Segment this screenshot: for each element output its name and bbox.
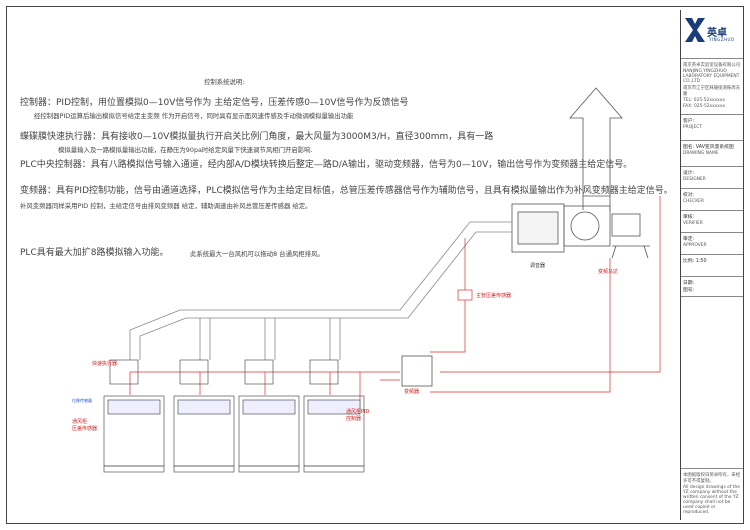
note-line-8: PLC具有最大加扩8路模拟输入功能。	[20, 248, 169, 258]
exhaust-ductwork	[129, 221, 512, 360]
scale-label: 比例: 1:50	[683, 259, 707, 264]
note-line-1: 控制器：PID控制，用位置模拟0—10V信号作为 主给定信号，压差传感0—10V…	[20, 98, 409, 108]
note-line-6: 变频器：具有PID控制功能，信号由通道选择，PLC模拟信号作为主给定目标值，总管…	[20, 186, 673, 196]
drawing-value: VAV变风量系统图	[695, 145, 734, 150]
damper-box	[511, 203, 565, 253]
note-line-9: 此系统最大一台风机可以拖动8 台通风柜排风。	[190, 250, 324, 258]
fast-actuator-2	[179, 359, 209, 385]
date-label: 日期:	[683, 281, 695, 286]
label-damper-box: 调音器	[530, 263, 546, 269]
sheet-label: 图号:	[683, 288, 695, 293]
fume-hood-3	[238, 359, 300, 473]
approve-value: APPROVER	[683, 243, 707, 248]
company-name: 南京英卓实验室设备有限公司	[683, 63, 741, 68]
note-line-4: 模拟量输入及一路模拟量输出功能，在静压为90pa时给定风量下快速调节风相门开启影…	[58, 146, 313, 154]
copyright-notice-cn: 本图纸版权归英卓所有，未经许可不得复制。	[683, 473, 741, 484]
designer-value: DESIGNER	[683, 177, 706, 182]
drawing-frame	[6, 6, 744, 524]
note-line-3: 蝶碟膜快速执行器：具有接收0—10V模拟量执行开启关比例门角度，最大风量为300…	[20, 132, 494, 142]
notes-title: 控制系统说明:	[204, 78, 245, 86]
check-value: CHECKER	[683, 199, 704, 204]
vfd-box	[401, 355, 433, 387]
title-block: 英卓 YINGZHUO 南京英卓实验室设备有限公司 NANJING YINGZH…	[680, 10, 743, 520]
fast-actuator-3	[244, 359, 274, 385]
company-name-en: NANJING YINGZHUO LABORATORY EQUIPMENT CO…	[683, 69, 740, 84]
brand-name: 英卓	[707, 28, 727, 39]
fume-hood-1	[103, 359, 165, 473]
label-pressure-sensor-hood: 通风柜 压差传感器	[72, 419, 98, 432]
verify-label: 审核:	[683, 215, 695, 220]
company-fax: FAX: 025-52xxxxxx	[683, 104, 726, 109]
company-tel: TEL: 025-52xxxxxx	[683, 98, 725, 103]
note-line-2: 经控制器PID运算后输出模拟信号给定主变频 作为开启信号，同时具有显示面风速传感…	[34, 112, 354, 120]
label-fast-actuator: 快速执行器	[92, 361, 118, 367]
fast-actuator-1	[109, 359, 139, 385]
drawing-name-en: DRAWING NAME	[683, 151, 719, 156]
control-wiring	[129, 196, 661, 410]
main-duct	[582, 196, 611, 210]
verify-value: VERIFIER	[683, 221, 703, 226]
fan-motor-unit	[563, 205, 650, 259]
client-label: 客户:	[683, 119, 695, 124]
pressure-sensor-box	[457, 289, 473, 301]
label-sash-sensor: 位移传感器	[72, 398, 92, 403]
logo-icon	[685, 18, 705, 42]
designer-label: 设计:	[683, 171, 695, 176]
label-pressure-sensor: 主管压差传感器	[476, 293, 512, 299]
label-pid-controller: 通风柜PID 控制器	[346, 409, 370, 422]
approve-label: 审定:	[683, 237, 695, 242]
company-address: 南京市江宁区秣陵街道秣周东路	[683, 86, 741, 97]
client-value: PROJECT	[683, 125, 702, 130]
fume-hood-4	[303, 359, 365, 473]
fume-hood-2	[173, 359, 235, 473]
note-line-5: PLC中央控制器：具有八路模拟信号输入通道，经内部A/D模块转换后整定—路D/A…	[20, 160, 633, 170]
note-line-7: 补风变频器同样采用PID 控制，主给定信号由排风变频器 给定，辅助调速由补风总管…	[20, 202, 312, 210]
copyright-notice-en: All design drawings of the YZ company wi…	[683, 485, 740, 515]
company-logo: 英卓 YINGZHUO	[685, 18, 741, 48]
fast-actuator-4	[309, 359, 339, 385]
label-fan-motor: 变频马达	[598, 269, 619, 275]
drawing-label: 图名:	[683, 145, 695, 150]
label-vfd: 变频器	[404, 389, 420, 395]
check-label: 校对:	[683, 193, 695, 198]
exhaust-stack	[569, 87, 623, 197]
brand-name-en: YINGZHUO	[709, 37, 735, 42]
